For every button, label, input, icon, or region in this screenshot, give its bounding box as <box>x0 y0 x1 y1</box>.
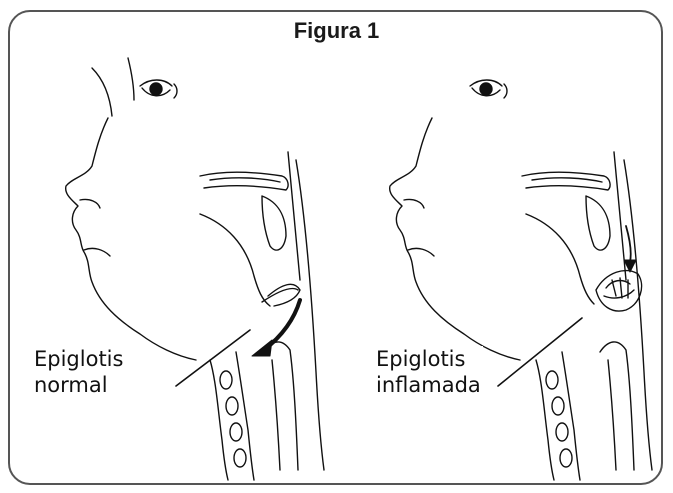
left-head-drawing <box>66 58 324 480</box>
label-right-line1: Epiglotis <box>376 346 481 372</box>
label-epiglotis-normal: Epiglotis normal <box>32 346 125 398</box>
label-epiglotis-inflamada: Epiglotis inflamada <box>374 346 483 398</box>
label-left-line2: normal <box>34 372 123 398</box>
right-head-drawing <box>390 80 652 480</box>
label-right-line2: inflamada <box>376 372 481 398</box>
label-left-line1: Epiglotis <box>34 346 123 372</box>
